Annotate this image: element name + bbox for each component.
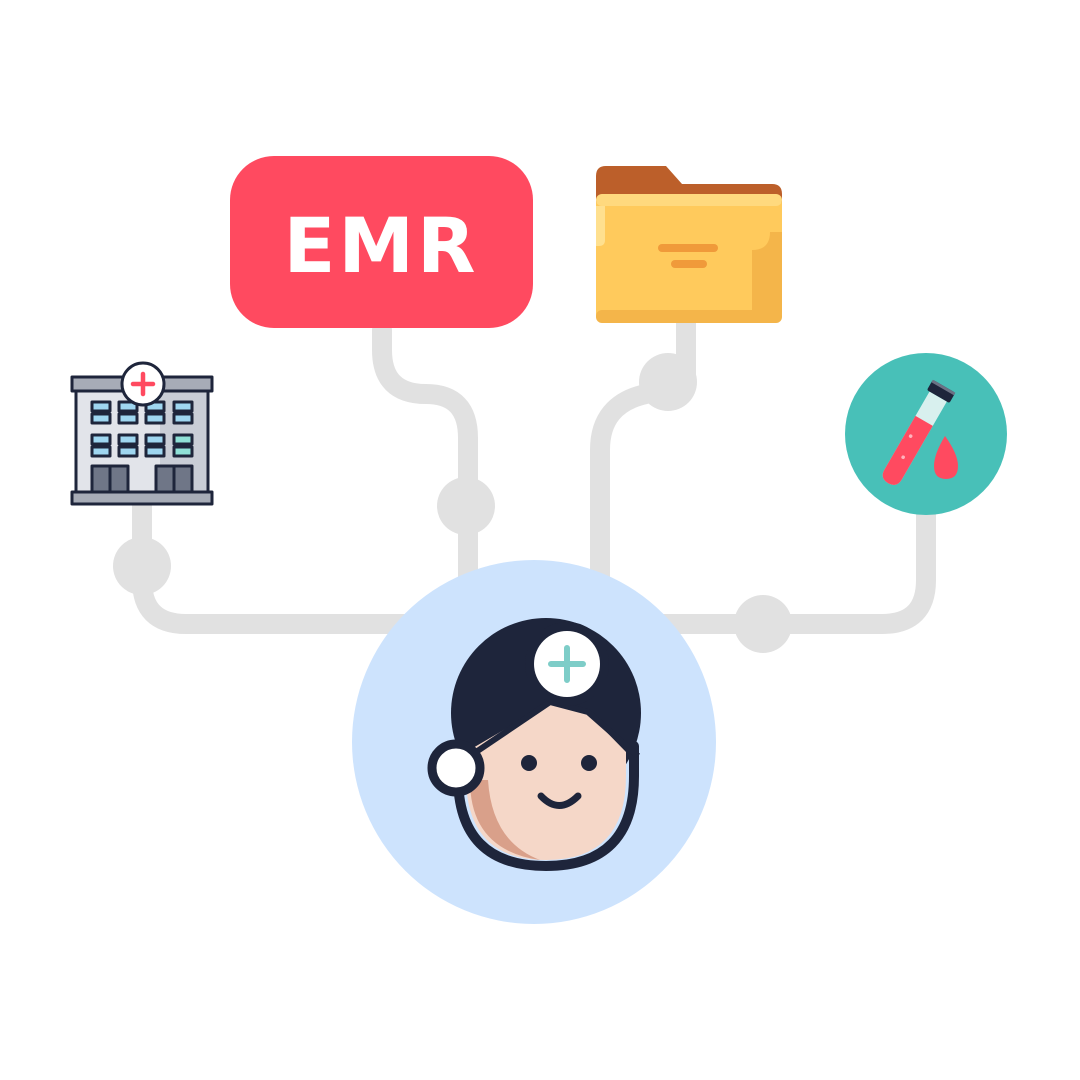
- smile: [537, 792, 582, 809]
- connector-nodes: [113, 353, 792, 653]
- node-emr: [437, 477, 495, 535]
- node-lab: [734, 595, 792, 653]
- test-tube-blood-icon[interactable]: [845, 353, 1007, 515]
- emr-label: EMR: [283, 201, 478, 290]
- hospital-icon[interactable]: [70, 361, 214, 506]
- connector-hospital: [132, 490, 430, 634]
- connector-lab: [640, 505, 936, 634]
- doctor-cross: [548, 645, 586, 683]
- doctor-icon[interactable]: [352, 560, 716, 924]
- node-folder: [639, 353, 697, 411]
- connector-emr: [372, 320, 478, 600]
- folder-icon[interactable]: [596, 166, 782, 323]
- node-hospital: [113, 537, 171, 595]
- right-eye: [581, 755, 597, 771]
- emr-box[interactable]: EMR: [230, 156, 533, 328]
- left-eye: [521, 755, 537, 771]
